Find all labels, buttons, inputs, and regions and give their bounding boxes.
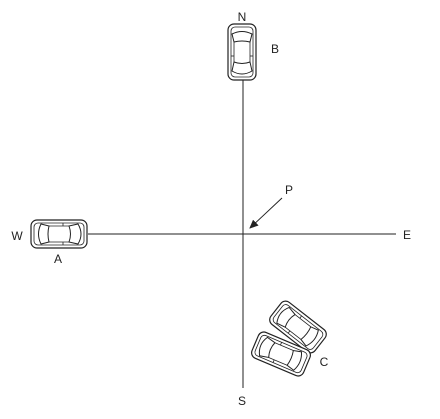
vehicle-c: C	[249, 298, 330, 379]
point-p-label: P	[285, 183, 293, 197]
vehicle-c-label: C	[320, 355, 329, 369]
car-top-view-icon	[30, 219, 88, 249]
south-label: S	[238, 394, 246, 408]
car-top-view-icon	[227, 23, 257, 81]
vehicle-a: A	[30, 219, 88, 266]
west-label: W	[11, 229, 23, 243]
north-label: N	[238, 10, 247, 24]
vehicle-b: B	[227, 23, 279, 81]
point-p-arrow	[249, 197, 283, 229]
vehicle-b-label: B	[271, 42, 279, 56]
east-label: E	[403, 228, 411, 242]
vehicle-a-label: A	[54, 252, 62, 266]
